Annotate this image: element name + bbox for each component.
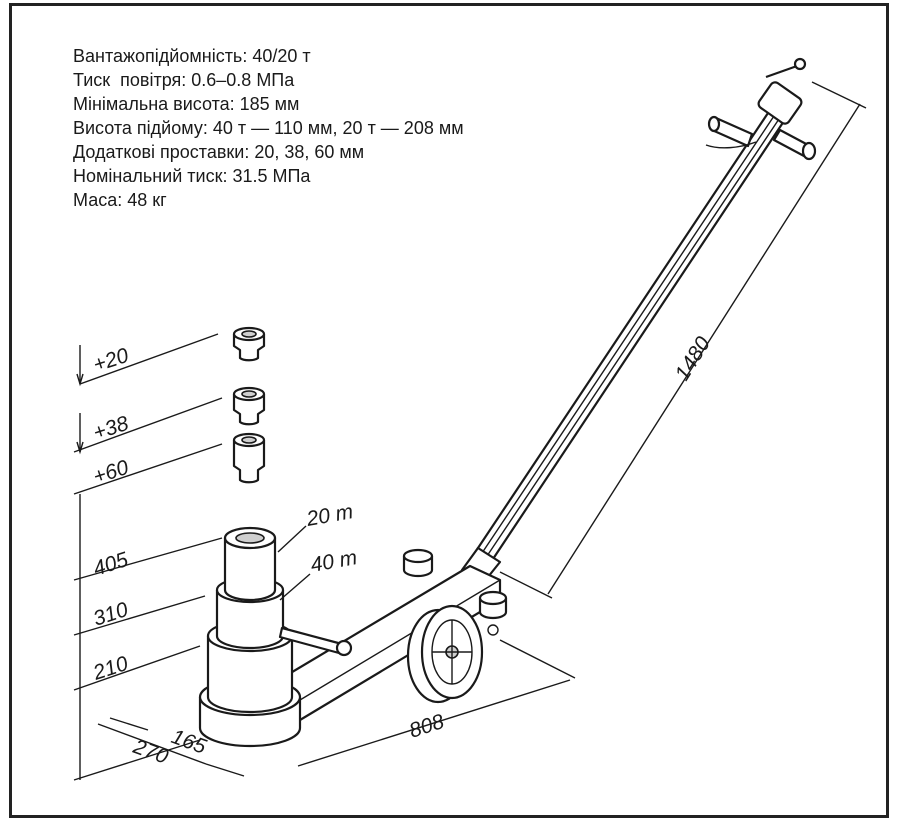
handle-grip-icon xyxy=(705,57,817,161)
small-roller-icon xyxy=(478,590,508,636)
dim-spacer-60: +60 xyxy=(90,456,131,489)
label-stage-20t: 20 т xyxy=(304,500,355,531)
spacer-20 xyxy=(232,326,266,362)
dim-handle-1480: 1480 xyxy=(671,333,715,385)
dim-length-808: 808 xyxy=(406,710,447,743)
dimension-lines xyxy=(73,81,867,781)
spec-spacers: Додаткові проставки: 20, 38, 60 мм xyxy=(73,142,365,162)
spec-nominal-pressure: Номінальний тиск: 31.5 МПа xyxy=(73,166,311,186)
release-lever xyxy=(278,626,353,657)
handle xyxy=(460,108,788,584)
dim-spacer-38: +38 xyxy=(90,412,131,445)
dim-spacer-20: +20 xyxy=(90,344,131,377)
dim-height-310: 310 xyxy=(90,598,131,631)
spec-capacity: Вантажопідйомність: 40/20 т xyxy=(73,46,311,66)
spec-mass: Маса: 48 кг xyxy=(73,190,167,210)
drawing-frame xyxy=(9,3,889,818)
label-stage-40t: 40 т xyxy=(309,546,359,577)
spec-air-pressure: Тиск повітря: 0.6–0.8 МПа xyxy=(73,70,295,90)
spec-min-height: Мінімальна висота: 185 мм xyxy=(73,94,300,114)
wheel-icon xyxy=(406,604,484,704)
specification-list: Вантажопідйомність: 40/20 т Тиск повітря… xyxy=(73,44,464,212)
spacer-60 xyxy=(232,432,266,484)
dim-height-210: 210 xyxy=(89,652,131,685)
dim-width-270: 270 xyxy=(129,735,171,769)
spec-lift-height: Висота підйому: 40 т — 110 мм, 20 т — 20… xyxy=(73,118,464,138)
dim-height-405: 405 xyxy=(90,548,131,581)
spacer-38 xyxy=(232,386,266,426)
ram-cylinder xyxy=(198,526,302,748)
